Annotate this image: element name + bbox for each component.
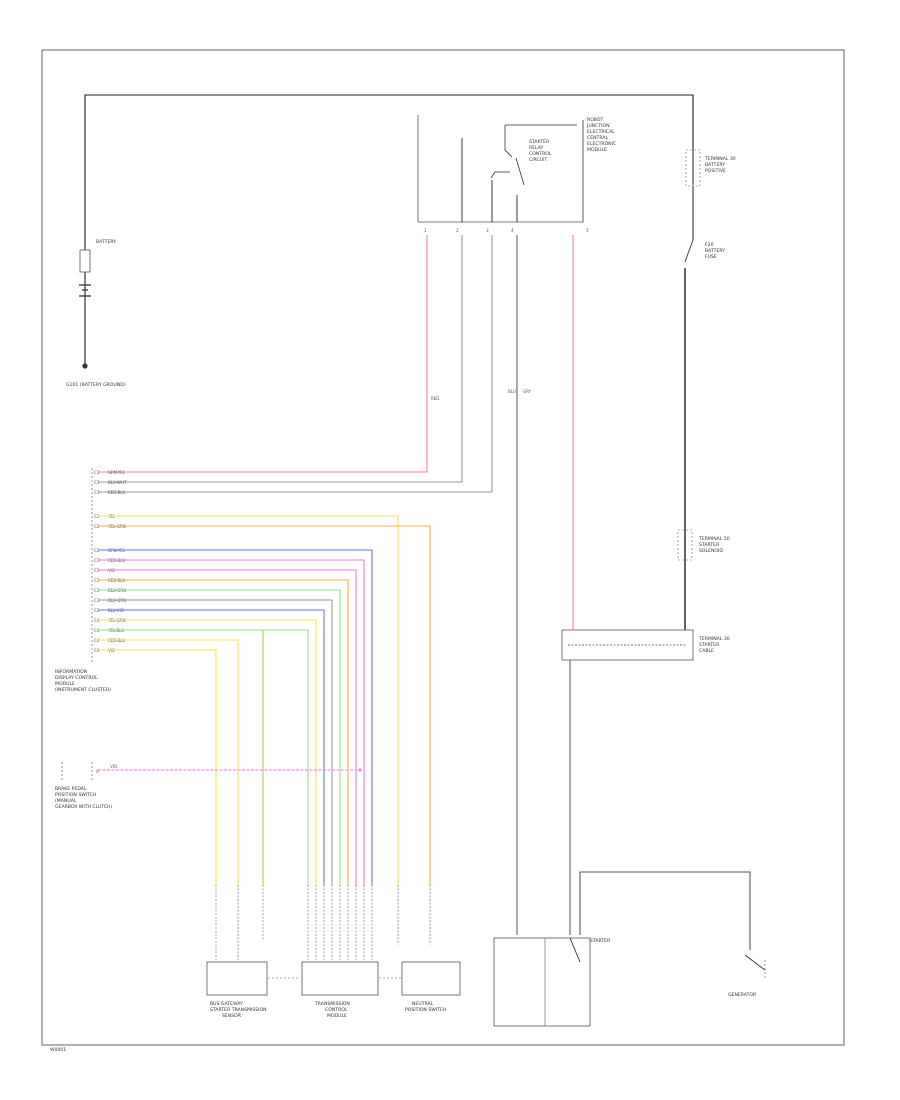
left-module-pins: C1 C1 C1 C2 C2 C2 C3 C3 C3 C3 C3 C3 C4 C… bbox=[94, 470, 100, 653]
pin-12: C4 bbox=[94, 618, 100, 623]
starter-label: STARTER bbox=[590, 938, 611, 944]
brake-switch-label: BRAKE PEDAL POSITION SWITCH (MANUAL GEAR… bbox=[55, 786, 113, 810]
relay-box: ROBOT JUNCTION ELECTRICAL CENTRAL ELECTR… bbox=[417, 115, 618, 233]
pin-15: C4 bbox=[94, 648, 100, 653]
relay-box-label: ROBOT JUNCTION ELECTRICAL CENTRAL ELECTR… bbox=[586, 117, 618, 153]
bottom-components: BUS GATEWAY STARTER TRANSMISSION SENSOR … bbox=[206, 885, 766, 1027]
brake-wire-label: VIO bbox=[110, 764, 117, 769]
starter-box bbox=[493, 937, 591, 1027]
terminal-50-mid-label: TERMINAL 50 STARTER SOLENOID bbox=[698, 536, 731, 554]
pin-3: C2 bbox=[94, 514, 100, 519]
brake-pin: A bbox=[96, 769, 99, 774]
left-module-wire-labels: GRN-YEL BLU-WHT RED-BLU YEL YEL-GRN GRN-… bbox=[107, 470, 127, 653]
wire-label-red: RED bbox=[431, 396, 439, 401]
wire-label-gray: GRY bbox=[523, 389, 532, 394]
ground-symbol-icon bbox=[82, 363, 88, 369]
relay-pin-2: 2 bbox=[456, 228, 459, 233]
fuse-label: F20 BATTERY FUSE bbox=[705, 242, 727, 260]
relay-output-wires: RED BLU GRY bbox=[98, 235, 751, 950]
pin-0: C1 bbox=[94, 470, 100, 475]
wire-label-1: BLU-WHT bbox=[108, 480, 127, 485]
ground-label: G101 (BATTERY GROUND) bbox=[66, 382, 126, 388]
wire-label-blue: BLU bbox=[508, 389, 516, 394]
generator-label: GENERATOR bbox=[728, 992, 757, 998]
bus-gateway-box bbox=[206, 961, 268, 996]
pin-11: C3 bbox=[94, 608, 100, 613]
pin-2: C1 bbox=[94, 490, 100, 495]
relay-pin-4: 4 bbox=[511, 228, 514, 233]
pin-5: C2 bbox=[94, 548, 100, 553]
terminal-30-bus-label: TERMINAL 30 STARTER CABLE bbox=[698, 636, 731, 654]
terminal-column: TERMINAL 30 BATTERY POSITIVE F20 BATTERY… bbox=[561, 149, 737, 661]
diagram-frame bbox=[41, 49, 845, 1046]
wire-label-2: RED-BLU bbox=[108, 490, 125, 495]
battery-label: BATTERY bbox=[96, 239, 116, 245]
wire-label-0: GRN-YEL bbox=[108, 470, 126, 475]
relay-pin-5: 5 bbox=[586, 228, 589, 233]
pin-10: C3 bbox=[94, 598, 100, 603]
transmission-module-label: TRANSMISSION CONTROL MODULE bbox=[314, 1001, 351, 1019]
wire-harness bbox=[98, 515, 431, 885]
pin-1: C1 bbox=[94, 480, 100, 485]
neutral-switch-box bbox=[401, 961, 461, 996]
pin-13: C4 bbox=[94, 628, 100, 633]
bus-gateway-label: BUS GATEWAY STARTER TRANSMISSION SENSOR bbox=[210, 1001, 268, 1019]
brake-pedal-switch: A VIO BRAKE PEDAL POSITION SWITCH (MANUA… bbox=[55, 762, 117, 810]
relay-inner-label: STARTER RELAY CONTROL CIRCUIT bbox=[529, 139, 553, 163]
pin-8: C3 bbox=[94, 578, 100, 583]
figure-code: W0001 bbox=[50, 1047, 66, 1053]
battery-circuit: BATTERY G101 (BATTERY GROUND) bbox=[66, 94, 694, 388]
pin-9: C3 bbox=[94, 588, 100, 593]
pin-6: C3 bbox=[94, 558, 100, 563]
pin-7: C3 bbox=[94, 568, 100, 573]
relay-pin-3: 3 bbox=[486, 228, 489, 233]
left-module-label: INFORMATION DISPLAY CONTROL MODULE (INST… bbox=[55, 669, 111, 693]
terminal-30-top-label: TERMINAL 30 BATTERY POSITIVE bbox=[704, 156, 737, 174]
transmission-module-box bbox=[301, 961, 379, 996]
pin-14: C4 bbox=[94, 638, 100, 643]
neutral-switch-label: NEUTRAL POSITION SWITCH bbox=[405, 1001, 446, 1013]
relay-pin-1: 1 bbox=[424, 228, 427, 233]
pin-4: C2 bbox=[94, 524, 100, 529]
